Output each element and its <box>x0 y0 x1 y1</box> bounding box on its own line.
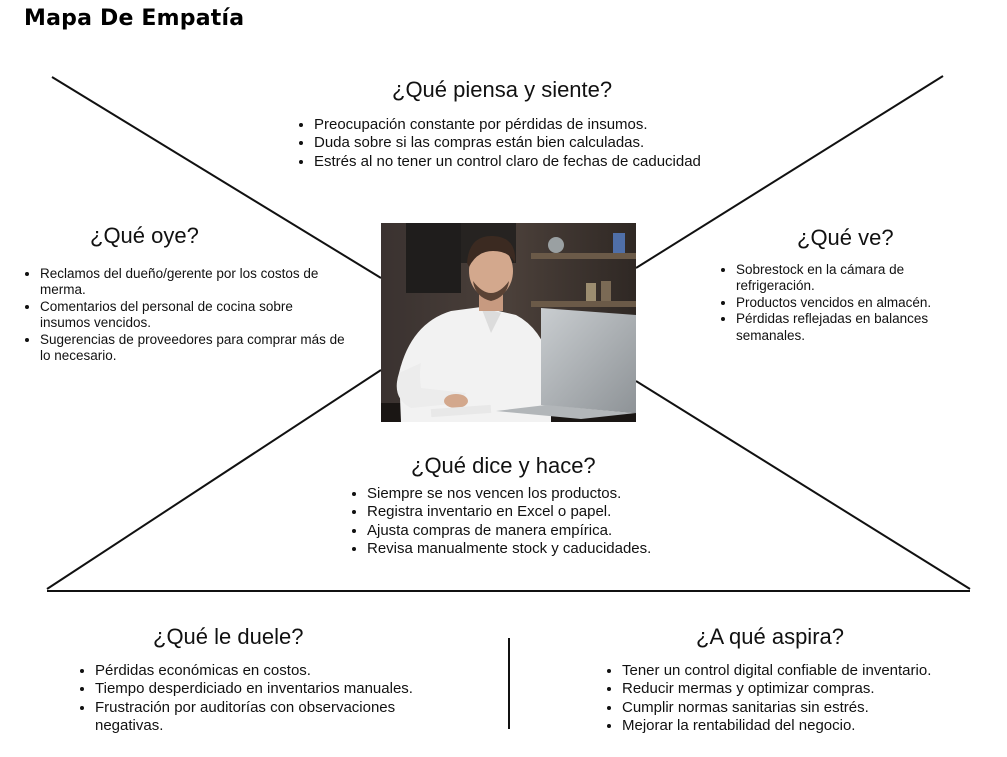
pains-heading: ¿Qué le duele? <box>153 624 304 649</box>
list-item: Estrés al no tener un control claro de f… <box>314 153 754 171</box>
pains-list: Pérdidas económicas en costos. Tiempo de… <box>75 662 465 735</box>
list-item: Registra inventario en Excel o papel. <box>367 503 707 521</box>
list-item: Tiempo desperdiciado en inventarios manu… <box>95 680 465 698</box>
sees-list: Sobrestock en la cámara de refrigeración… <box>716 262 986 344</box>
man-with-laptop-image <box>381 223 636 422</box>
sees-heading: ¿Qué ve? <box>797 225 894 250</box>
gains-list: Tener un control digital confiable de in… <box>602 662 1007 735</box>
list-item: Revisa manualmente stock y caducidades. <box>367 540 707 558</box>
list-item: Comentarios del personal de cocina sobre… <box>40 299 345 332</box>
list-item: Ajusta compras de manera empírica. <box>367 522 707 540</box>
line-top-left <box>51 76 382 279</box>
list-item: Preocupación constante por pérdidas de i… <box>314 116 754 134</box>
gains-heading: ¿A qué aspira? <box>696 624 844 649</box>
list-item: Productos vencidos en almacén. <box>736 295 986 311</box>
list-item: Pérdidas reflejadas en balances semanale… <box>736 311 986 344</box>
hears-list: Reclamos del dueño/gerente por los costo… <box>20 266 345 365</box>
list-item: Duda sobre si las compras están bien cal… <box>314 134 754 152</box>
line-bottom-right <box>635 380 971 590</box>
list-item: Reducir mermas y optimizar compras. <box>622 680 1007 698</box>
person-photo <box>381 223 636 422</box>
list-item: Siempre se nos vencen los productos. <box>367 485 707 503</box>
line-top-right <box>635 75 944 269</box>
hears-heading: ¿Qué oye? <box>90 223 199 248</box>
thinks-feels-list: Preocupación constante por pérdidas de i… <box>294 116 754 171</box>
list-item: Frustración por auditorías con observaci… <box>95 699 465 736</box>
list-item: Cumplir normas sanitarias sin estrés. <box>622 699 1007 717</box>
says-does-heading: ¿Qué dice y hace? <box>411 453 596 478</box>
page-title: Mapa De Empatía <box>24 6 245 31</box>
list-item: Pérdidas económicas en costos. <box>95 662 465 680</box>
says-does-list: Siempre se nos vencen los productos. Reg… <box>347 485 707 558</box>
list-item: Sugerencias de proveedores para comprar … <box>40 332 345 365</box>
list-item: Mejorar la rentabilidad del negocio. <box>622 717 1007 735</box>
list-item: Tener un control digital confiable de in… <box>622 662 1007 680</box>
list-item: Sobrestock en la cámara de refrigeración… <box>736 262 986 295</box>
thinks-feels-heading: ¿Qué piensa y siente? <box>392 77 613 102</box>
list-item: Reclamos del dueño/gerente por los costo… <box>40 266 345 299</box>
line-bottom-left <box>46 369 382 590</box>
